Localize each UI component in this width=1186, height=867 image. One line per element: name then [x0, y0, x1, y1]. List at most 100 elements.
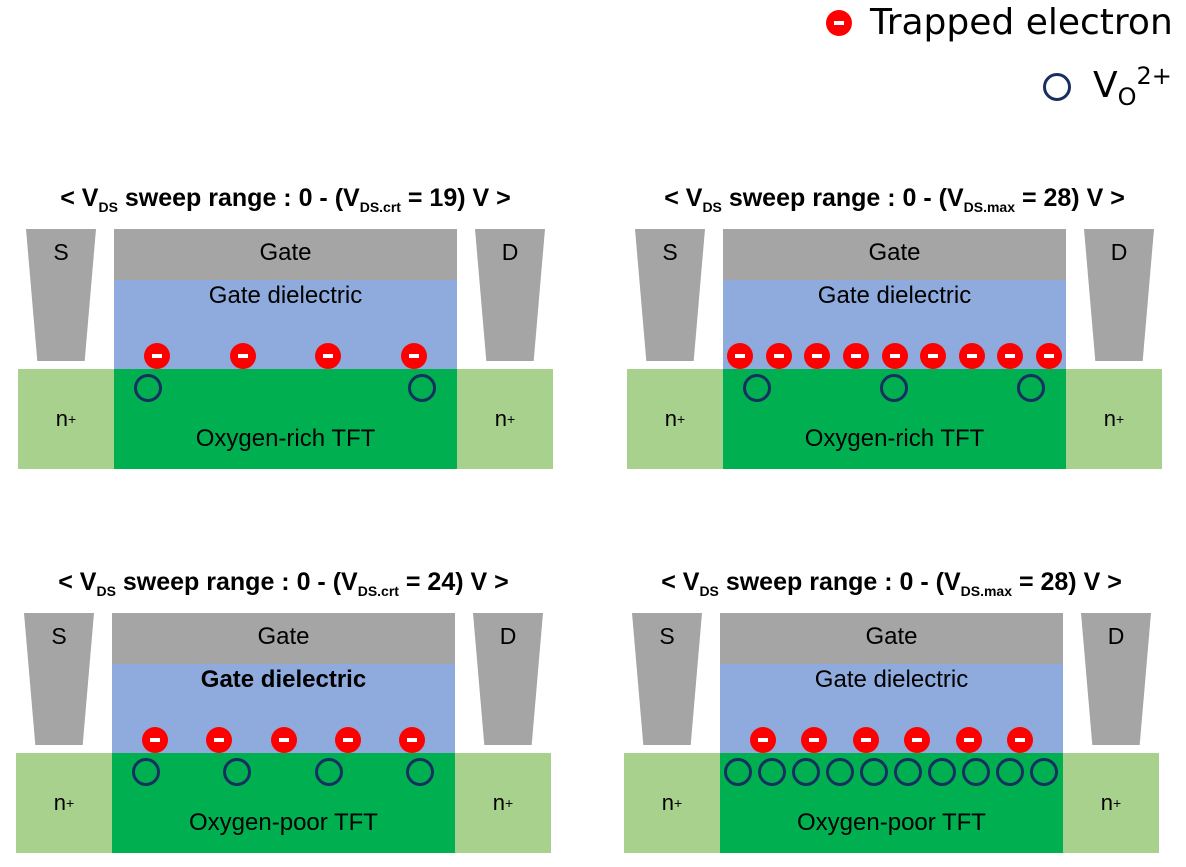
trapped-electron-icon	[955, 727, 982, 753]
gate-label: Gate	[257, 623, 310, 650]
gate-dielectric-layer: Gate dielectric	[114, 280, 457, 369]
oxygen-vacancies	[114, 372, 457, 406]
drain-label: D	[1107, 623, 1125, 649]
panel-oxygen-poor-max: < VDS sweep range : 0 - (VDS.max = 28) V…	[624, 568, 1159, 858]
oxygen-vacancy-icon	[406, 758, 434, 786]
gate-dielectric-label: Gate dielectric	[817, 282, 972, 309]
panel-title: < VDS sweep range : 0 - (VDS.max = 28) V…	[661, 568, 1122, 599]
trapped-electron-icon	[401, 343, 427, 369]
oxygen-vacancy-icon	[724, 758, 752, 786]
trapped-electron-icon	[852, 727, 879, 753]
trapped-electron-icon	[804, 343, 831, 369]
oxygen-vacancy-icon	[1043, 72, 1071, 101]
n-plus-left: n+	[627, 369, 723, 469]
drain-label: D	[501, 239, 519, 265]
gate-dielectric-label: Gate dielectric	[208, 282, 363, 309]
trapped-electron-icon	[144, 343, 170, 369]
n-plus-left: n+	[624, 753, 720, 853]
drain-electrode	[1081, 613, 1151, 745]
source-label: S	[51, 623, 67, 649]
gate-dielectric-layer: Gate dielectric	[720, 664, 1063, 753]
tft-device: n+ n+ Oxygen-poor TFT Gate dielectric Ga…	[624, 605, 1159, 853]
source-label: S	[662, 239, 678, 265]
trapped-electron-icon	[315, 343, 342, 369]
oxygen-vacancy-icon	[996, 758, 1024, 786]
trapped-electron-icon	[399, 727, 425, 753]
n-plus-left: n+	[18, 369, 114, 469]
channel-layer: Oxygen-poor TFT	[112, 753, 455, 853]
oxygen-vacancy-icon	[223, 758, 252, 786]
gate-dielectric-label: Gate dielectric	[200, 666, 367, 693]
oxygen-vacancy-icon	[1017, 374, 1045, 402]
trapped-electron-icon	[958, 343, 985, 369]
oxygen-vacancy-icon	[792, 758, 820, 786]
oxygen-vacancy-icon	[880, 374, 908, 402]
trapped-electron-icon	[801, 727, 828, 753]
trapped-electrons	[720, 725, 1063, 755]
drain-label: D	[1110, 239, 1128, 265]
legend-vo: VO2+	[1043, 62, 1172, 111]
source-electrode	[635, 229, 705, 361]
n-plus-right: n+	[1063, 753, 1159, 853]
oxygen-vacancy-icon	[743, 374, 771, 402]
trapped-electron-icon	[997, 343, 1024, 369]
oxygen-vacancy-icon	[826, 758, 854, 786]
oxygen-vacancy-icon	[408, 374, 436, 402]
panel-title: < VDS sweep range : 0 - (VDS.crt = 24) V…	[58, 568, 509, 599]
oxygen-vacancies	[720, 756, 1063, 790]
oxygen-vacancy-icon	[132, 758, 160, 786]
source-label: S	[53, 239, 69, 265]
gate-dielectric-label: Gate dielectric	[814, 666, 969, 693]
source-electrode	[26, 229, 96, 361]
panel-title: < VDS sweep range : 0 - (VDS.max = 28) V…	[664, 184, 1125, 215]
trapped-electron-icon	[1036, 343, 1062, 369]
drain-electrode	[1084, 229, 1154, 361]
trapped-electrons	[723, 341, 1066, 371]
trapped-electron-icon	[334, 727, 361, 753]
trapped-electron-icon	[920, 343, 947, 369]
n-plus-right: n+	[1066, 369, 1162, 469]
trapped-electron-icon	[904, 727, 931, 753]
gate-layer: Gate	[112, 613, 455, 664]
trapped-electron-icon	[727, 343, 753, 369]
channel-label: Oxygen-rich TFT	[195, 425, 376, 452]
gate-label: Gate	[259, 239, 312, 266]
oxygen-vacancies	[723, 372, 1066, 406]
oxygen-vacancy-icon	[894, 758, 922, 786]
trapped-electron-icon	[826, 9, 852, 36]
drain-electrode	[475, 229, 545, 361]
oxygen-vacancy-icon	[758, 758, 786, 786]
trapped-electron-icon	[270, 727, 297, 753]
gate-layer: Gate	[720, 613, 1063, 664]
gate-label: Gate	[865, 623, 918, 650]
channel-label: Oxygen-poor TFT	[189, 809, 378, 836]
trapped-electrons	[112, 725, 455, 755]
trapped-electron-icon	[206, 727, 233, 753]
oxygen-vacancy-icon	[860, 758, 888, 786]
gate-label: Gate	[868, 239, 921, 266]
trapped-electron-icon	[142, 727, 168, 753]
trapped-electron-icon	[842, 343, 869, 369]
legend-vo-label: VO2+	[1093, 62, 1172, 112]
trapped-electron-icon	[1007, 727, 1033, 753]
n-plus-left: n+	[16, 753, 112, 853]
oxygen-vacancy-icon	[928, 758, 956, 786]
tft-device: n+ n+ Oxygen-rich TFT Gate dielectric Ga…	[18, 221, 553, 469]
legend-electron: Trapped electron	[826, 2, 1173, 43]
oxygen-vacancy-icon	[134, 374, 162, 402]
source-electrode	[632, 613, 702, 745]
oxygen-vacancy-icon	[962, 758, 990, 786]
trapped-electrons	[114, 341, 457, 371]
trapped-electron-icon	[881, 343, 908, 369]
channel-layer: Oxygen-rich TFT	[114, 369, 457, 469]
n-plus-right: n+	[457, 369, 553, 469]
panel-oxygen-rich-crt: < VDS sweep range : 0 - (VDS.crt = 19) V…	[18, 184, 553, 474]
source-electrode	[24, 613, 94, 745]
panel-oxygen-poor-crt: < VDS sweep range : 0 - (VDS.crt = 24) V…	[16, 568, 551, 858]
tft-device: n+ n+ Oxygen-rich TFT Gate dielectric Ga…	[627, 221, 1162, 469]
channel-label: Oxygen-poor TFT	[797, 809, 986, 836]
trapped-electron-icon	[229, 343, 256, 369]
panel-title: < VDS sweep range : 0 - (VDS.crt = 19) V…	[60, 184, 511, 215]
drain-electrode	[473, 613, 543, 745]
trapped-electron-icon	[750, 727, 776, 753]
